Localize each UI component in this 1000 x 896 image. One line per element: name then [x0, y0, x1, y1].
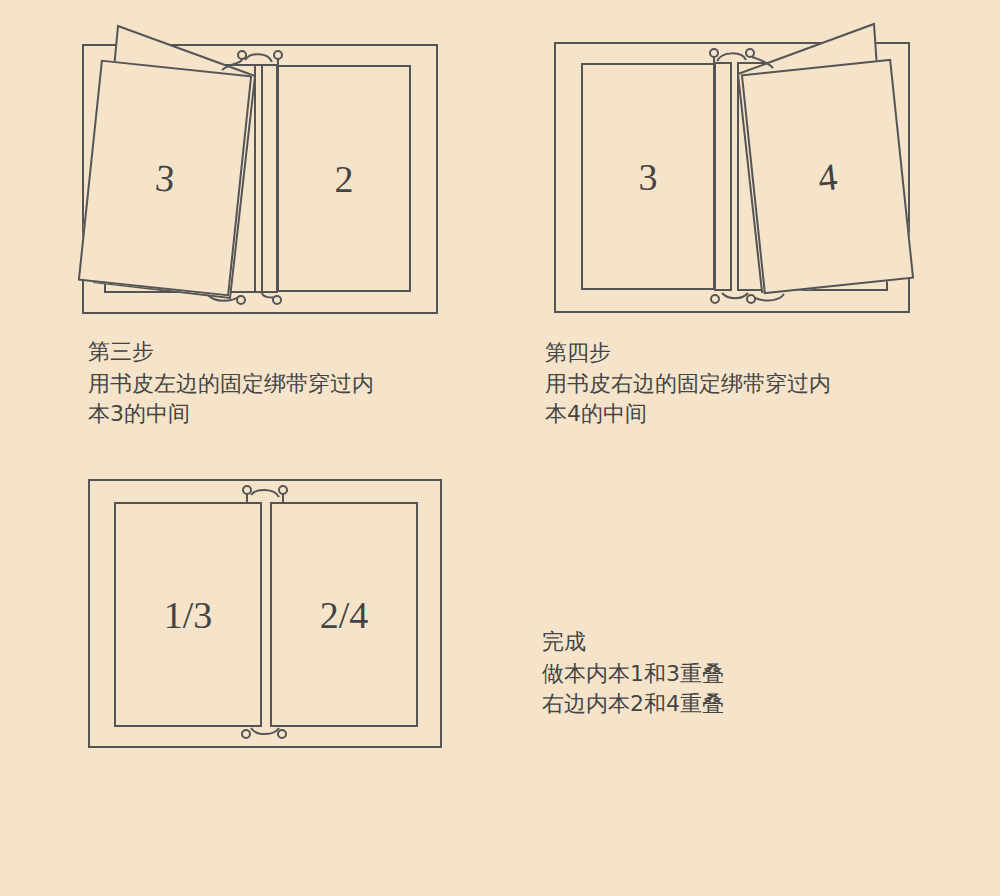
inner-page: 2/4: [270, 502, 418, 727]
step-heading: 第四步: [545, 338, 885, 368]
inner-page: 3: [581, 63, 715, 290]
page-number: 1/3: [164, 593, 213, 637]
spine-strip: [715, 63, 731, 290]
page-number: 4: [816, 154, 839, 200]
page-number: 2/4: [320, 593, 369, 637]
rivet: [747, 295, 755, 303]
done-figure: [89, 480, 441, 747]
spine-strip: [255, 65, 262, 292]
inner-page: 2: [277, 65, 411, 292]
step-note: 用书皮右边的固定绑带穿过内 本4的中间: [545, 369, 885, 429]
strap: [714, 53, 773, 68]
strap: [247, 490, 283, 502]
spine-strip: [262, 65, 277, 292]
rivet: [278, 730, 286, 738]
step-heading: 第三步: [88, 337, 428, 367]
inner-page: 1/3: [114, 502, 262, 727]
rivet: [238, 51, 246, 59]
step-note: 用书皮左边的固定绑带穿过内 本3的中间: [88, 369, 428, 429]
rivet: [279, 486, 287, 494]
rivet: [237, 296, 245, 304]
rivet: [274, 51, 282, 59]
rivet: [710, 49, 718, 57]
strap: [222, 54, 278, 70]
page-number: 2: [335, 157, 354, 201]
rivet: [273, 296, 281, 304]
inner-page: 4: [741, 59, 914, 295]
page-number: 3: [639, 155, 658, 199]
inner-page: 3: [78, 60, 252, 297]
rivet: [242, 730, 250, 738]
step-note: 右边内本2和4重叠: [542, 689, 882, 719]
rivet: [711, 295, 719, 303]
step-heading: 完成: [542, 627, 882, 657]
rivet: [746, 49, 754, 57]
step-note: 做本内本1和3重叠: [542, 659, 882, 689]
book-cover: [89, 480, 441, 747]
rivet: [243, 486, 251, 494]
strap: [251, 728, 279, 734]
page-number: 3: [153, 155, 176, 201]
